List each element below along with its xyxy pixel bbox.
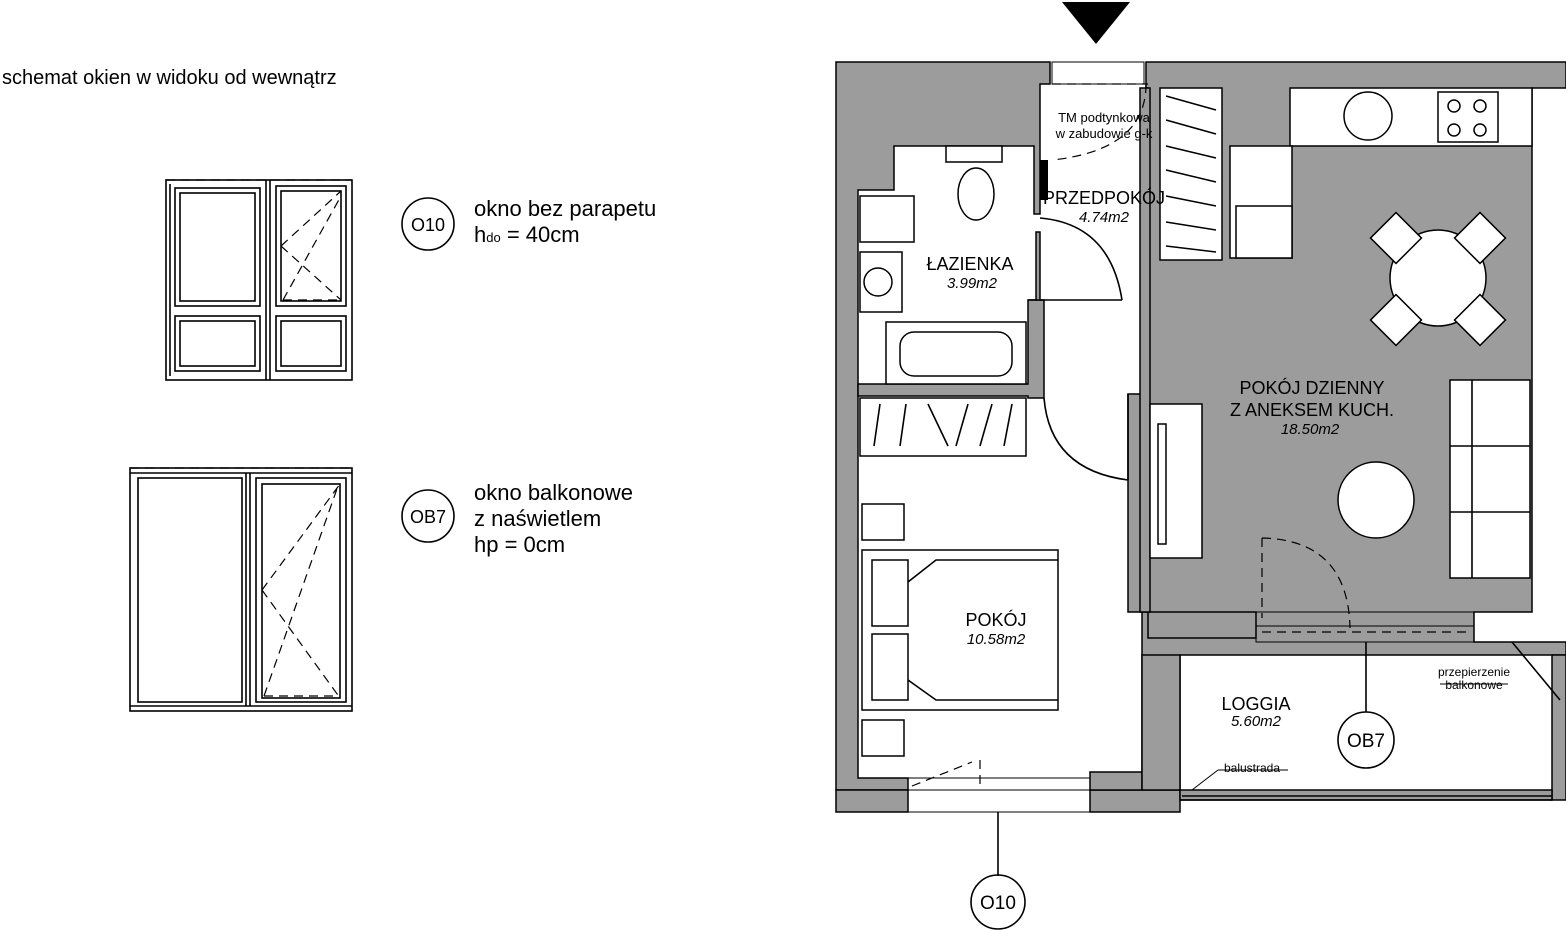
living-room-area: 18.50m2 (1281, 421, 1340, 438)
ob7-legend-tag: OB7 (401, 489, 455, 543)
hallway-name: PRZEDPOKÓJ (1043, 187, 1165, 208)
balcony-door-swing (1261, 537, 1351, 629)
bedroom-window-frame (907, 760, 1091, 813)
entrance-door (1040, 61, 1148, 200)
partition-note-line2: balkonowe (1445, 678, 1503, 692)
bathroom-area: 3.99m2 (947, 275, 998, 292)
living-room-furniture (1149, 379, 1531, 579)
bed (861, 503, 1059, 757)
balustrade-note: balustrada (1224, 761, 1280, 775)
svg-text:OB7: OB7 (410, 507, 446, 527)
bedroom-wardrobe (859, 397, 1027, 457)
ob7-window-elevation (129, 467, 353, 712)
loggia-name: LOGGIA (1221, 694, 1290, 714)
room-door (1043, 394, 1129, 481)
loggia-details (1180, 641, 1561, 801)
bathroom-door (1039, 217, 1123, 301)
o10-window-elevation (165, 179, 353, 381)
bathroom-name: ŁAZIENKA (926, 254, 1013, 274)
ob7-description-line1: okno balkonowe (474, 480, 633, 505)
bathroom-fixtures (859, 145, 1027, 385)
dining-table (1369, 211, 1507, 347)
legend-heading: schemat okien w widoku od wewnątrz (2, 67, 337, 89)
kitchen-counter (1229, 87, 1533, 259)
living-room-name-line2: Z ANEKSEM KUCH. (1230, 400, 1394, 420)
svg-text:OB7: OB7 (1347, 731, 1385, 752)
window-tag-o10: O10 (970, 812, 1026, 930)
tm-note-line2: w zabudowie g-k (1055, 126, 1153, 141)
room-name: POKÓJ (965, 609, 1026, 630)
o10-description-line2: hdo = 40cm (474, 222, 580, 247)
partition-note-line1: przepierzenie (1438, 665, 1510, 679)
balcony-window-frame (1255, 611, 1475, 643)
interior-walls (857, 87, 1151, 613)
tm-note-line1: TM podtynkowa (1058, 110, 1151, 125)
svg-text:O10: O10 (411, 215, 445, 235)
o10-legend-tag: O10 (401, 197, 455, 251)
hallway-area: 4.74m2 (1079, 209, 1130, 226)
hallway-wardrobe (1159, 87, 1223, 261)
entrance-arrow-icon (1062, 2, 1130, 44)
room-area: 10.58m2 (967, 631, 1026, 648)
o10-description-line1: okno bez parapetu (474, 196, 656, 221)
window-tag-ob7: OB7 (1337, 642, 1395, 769)
loggia-area: 5.60m2 (1231, 713, 1282, 730)
svg-text:O10: O10 (980, 893, 1016, 914)
living-room-name-line1: POKÓJ DZIENNY (1239, 377, 1384, 398)
ob7-description-line3: hp = 0cm (474, 532, 565, 557)
ob7-description-line2: z naświetlem (474, 506, 601, 531)
